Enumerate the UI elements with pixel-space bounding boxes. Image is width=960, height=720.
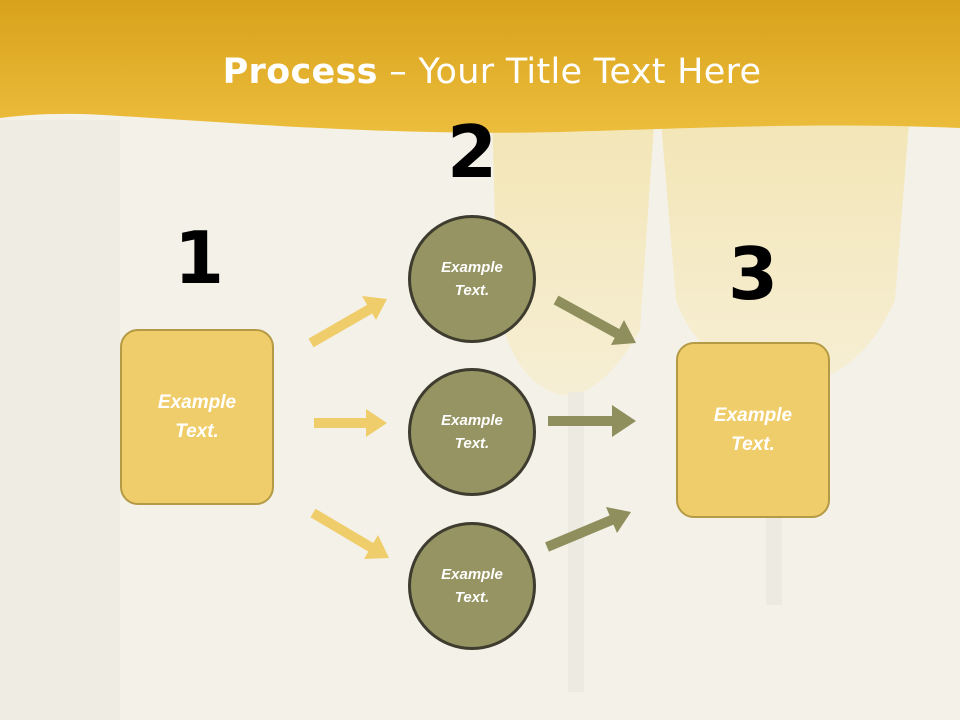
step-1-box: Example Text. [120, 329, 274, 505]
circle-middle-text: Example Text. [441, 412, 503, 452]
step-2-circle-bottom: Example Text. [408, 522, 536, 650]
arrow-1-to-bottom [310, 508, 389, 559]
title-rest: – Your Title Text Here [377, 52, 762, 92]
arrow-1-to-middle [314, 409, 387, 437]
arrow-top-to-3 [553, 295, 636, 345]
arrow-middle-to-3 [548, 405, 636, 437]
arrow-1-to-top [308, 296, 387, 348]
step-2-circle-middle: Example Text. [408, 368, 536, 496]
page-title: Process – Your Title Text Here [0, 52, 960, 92]
step-1-text: Example Text. [157, 392, 237, 442]
step-number-2: 2 [446, 110, 498, 194]
title-bold: Process [222, 52, 378, 92]
step-number-1: 1 [173, 216, 225, 300]
arrow-bottom-to-3 [545, 507, 631, 552]
circle-top-text: Example Text. [441, 259, 503, 299]
step-2-circle-top: Example Text. [408, 215, 536, 343]
step-3-box: Example Text. [676, 342, 830, 518]
step-3-text: Example Text. [713, 405, 793, 455]
step-number-3: 3 [727, 232, 779, 316]
circle-bottom-text: Example Text. [441, 566, 503, 606]
